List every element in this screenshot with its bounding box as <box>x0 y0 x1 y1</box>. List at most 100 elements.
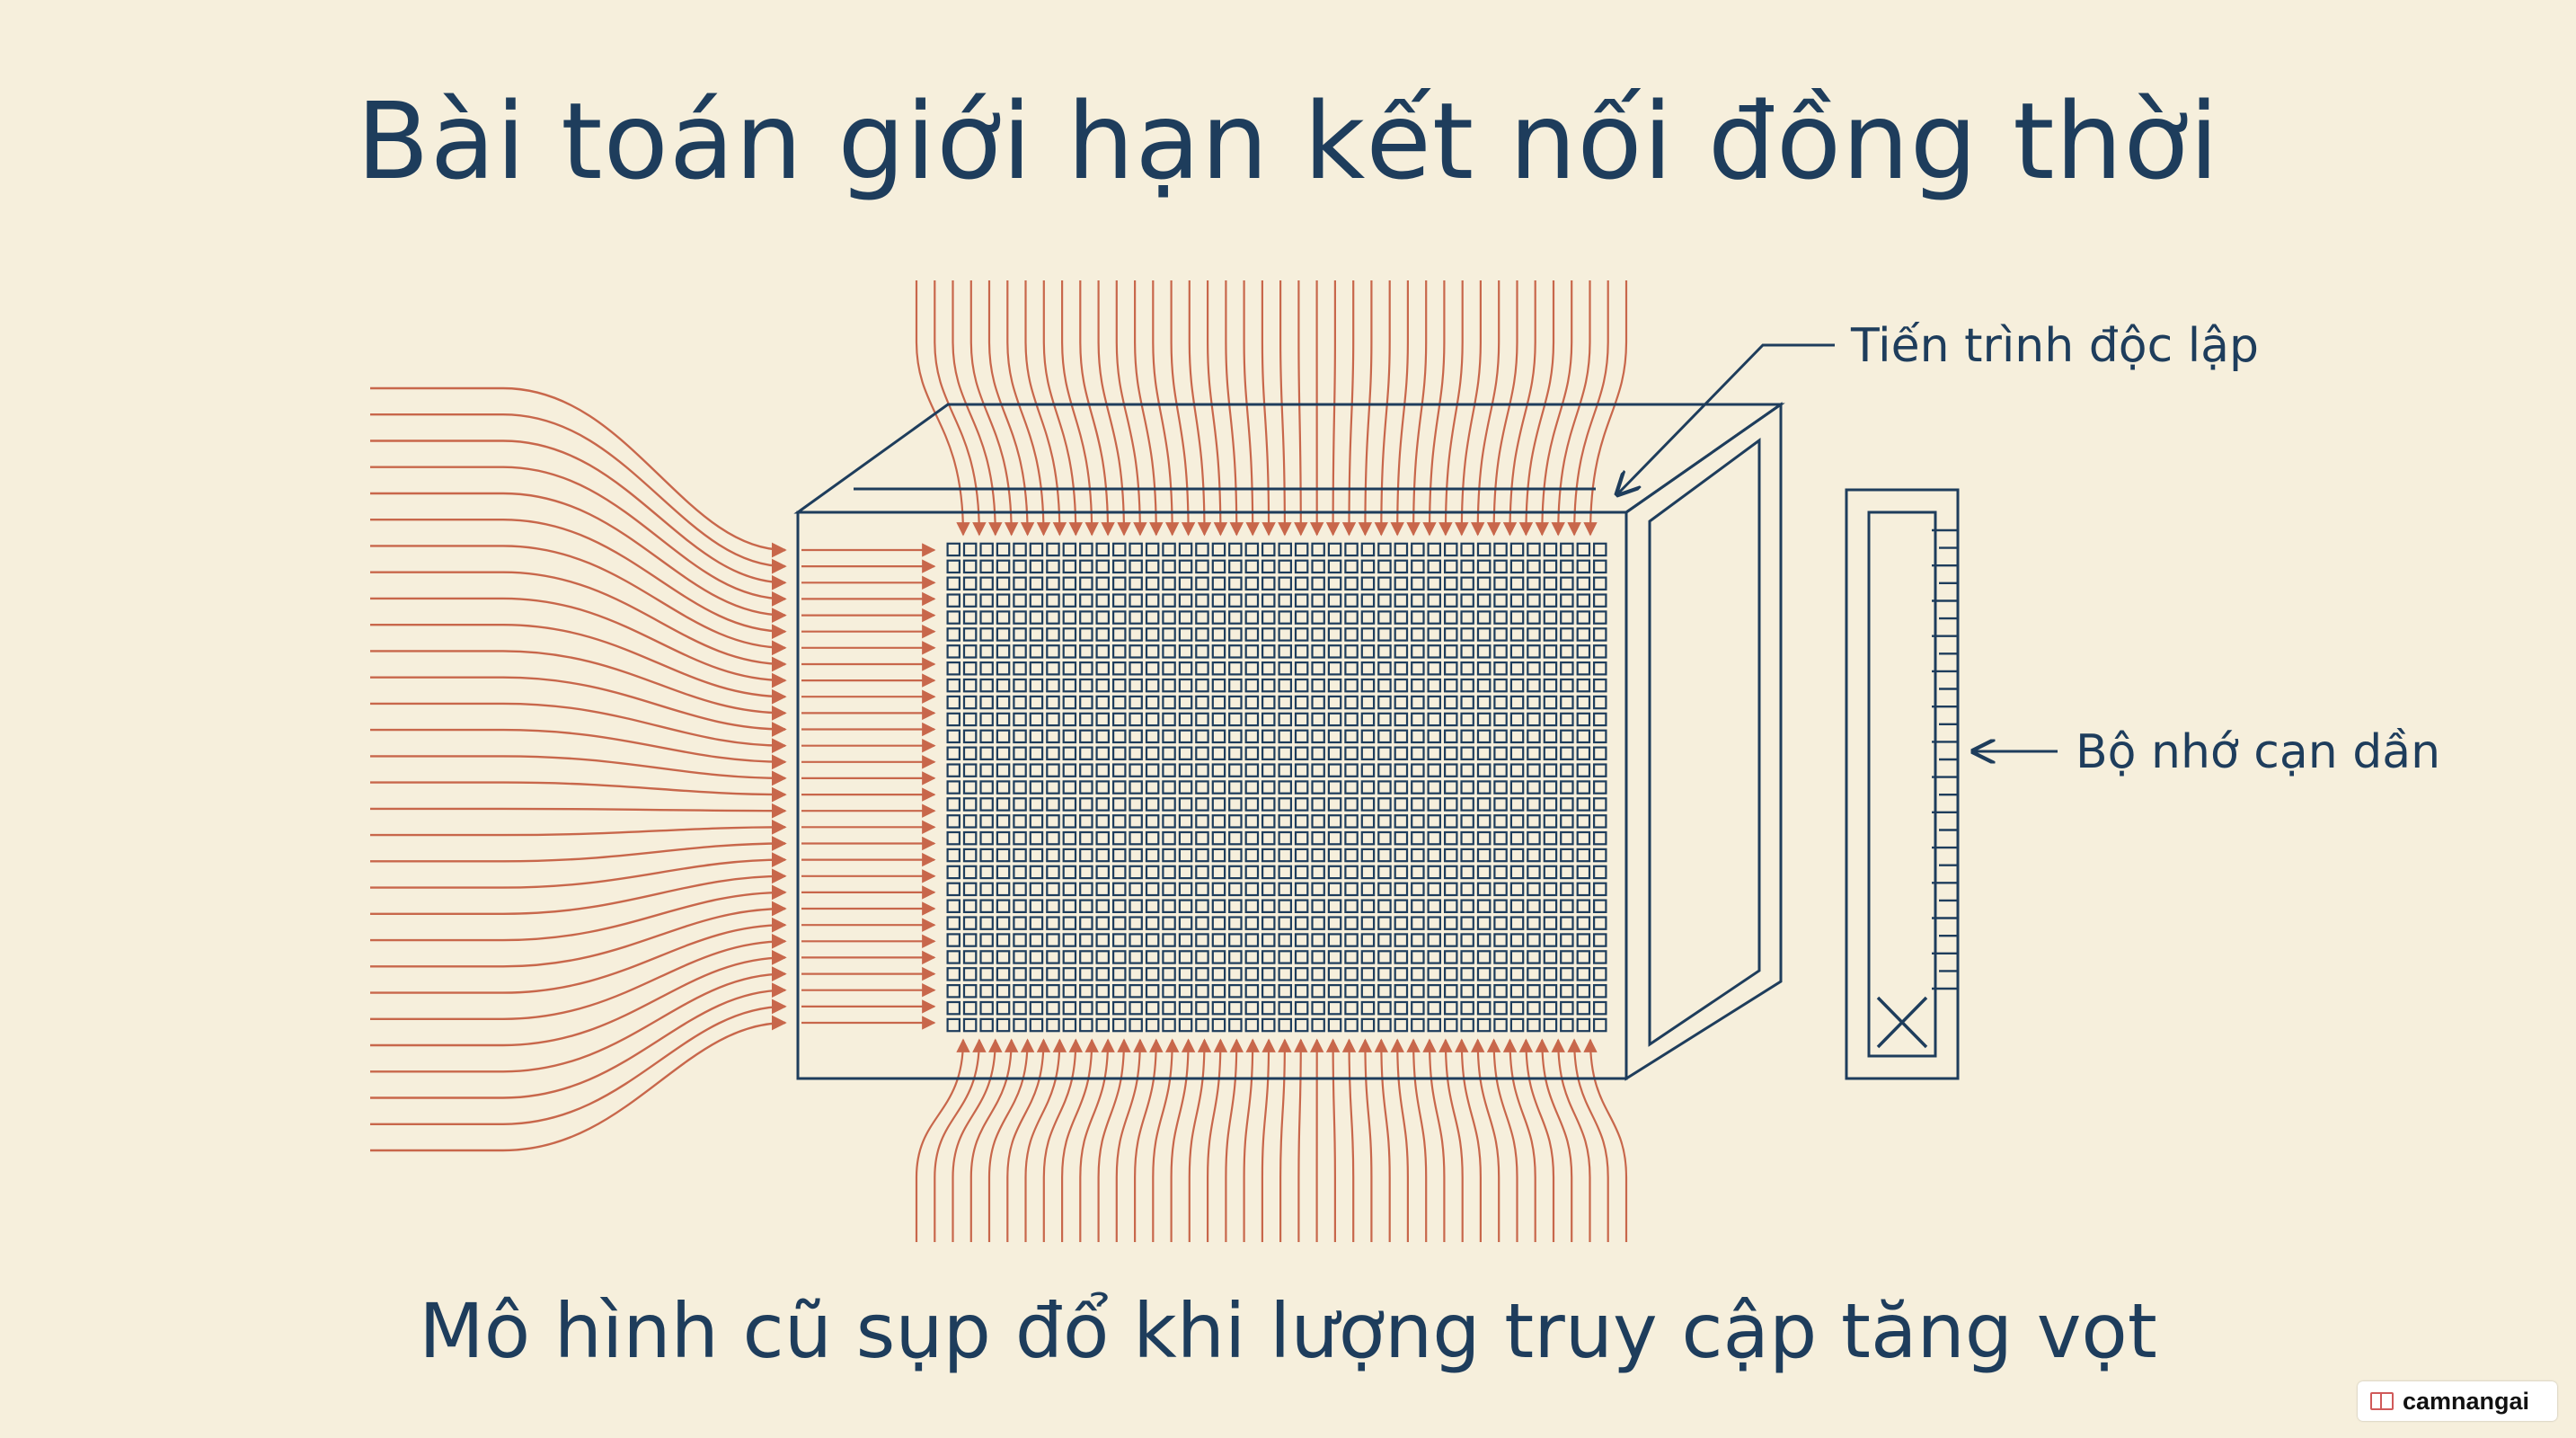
process-cell <box>1244 627 1260 642</box>
process-cell <box>1527 593 1541 608</box>
process-cell <box>979 916 994 930</box>
process-cell <box>1527 899 1541 913</box>
process-cell <box>979 763 994 777</box>
connection-arrow <box>370 702 787 754</box>
process-cell <box>1095 933 1110 947</box>
process-cell <box>1360 661 1376 676</box>
process-cell <box>1443 950 1458 964</box>
process-cell <box>1029 542 1044 557</box>
process-cell <box>1377 763 1392 777</box>
process-cell <box>1211 1000 1226 1016</box>
process-cell <box>1029 983 1044 999</box>
process-cell <box>1377 695 1392 710</box>
process-cell <box>1327 610 1342 625</box>
process-cell <box>1576 695 1591 710</box>
process-cell <box>1228 814 1243 829</box>
process-cell <box>1460 916 1474 930</box>
process-cell <box>1377 644 1392 659</box>
process-cell <box>1377 1017 1392 1033</box>
process-cell <box>962 933 978 947</box>
process-cell <box>1476 967 1492 981</box>
process-cell <box>1493 644 1508 659</box>
process-cell <box>1145 593 1160 608</box>
process-cell <box>1129 763 1143 777</box>
process-cell <box>1560 593 1574 608</box>
process-cell <box>1029 610 1044 625</box>
process-cell <box>996 644 1011 659</box>
process-cell <box>1013 542 1027 557</box>
process-cell <box>1411 661 1425 676</box>
process-cell <box>979 593 994 608</box>
process-cell <box>996 916 1011 930</box>
process-cell <box>1145 983 1160 999</box>
process-cell <box>1560 644 1574 659</box>
process-cell <box>1062 678 1077 693</box>
process-cell <box>1360 695 1376 710</box>
process-cell <box>1509 797 1525 812</box>
process-cell <box>1527 1017 1541 1033</box>
process-cell <box>1460 1000 1474 1016</box>
process-cell <box>1178 780 1193 794</box>
process-cell <box>1162 983 1176 999</box>
process-cell <box>996 627 1011 642</box>
process-cell <box>1261 542 1276 557</box>
process-cell <box>996 712 1011 727</box>
process-cell <box>1476 729 1492 744</box>
process-cell <box>1294 780 1309 794</box>
process-cell <box>1509 627 1525 642</box>
process-cell <box>962 814 978 829</box>
process-cell <box>1294 899 1309 913</box>
process-cell <box>1411 712 1425 727</box>
connection-arrow <box>370 676 787 737</box>
process-cell <box>1278 967 1292 981</box>
process-cell <box>1394 882 1409 897</box>
process-cell <box>1560 983 1574 999</box>
connection-arrow <box>370 868 787 915</box>
process-cell <box>962 899 978 913</box>
process-cell <box>1244 1017 1260 1033</box>
process-cell <box>1427 780 1441 794</box>
process-cell <box>962 882 978 897</box>
process-cell <box>1278 678 1292 693</box>
connection-arrow <box>1225 1038 1244 1242</box>
process-cell <box>1029 780 1044 794</box>
process-cell <box>1377 814 1392 829</box>
process-cell <box>1394 559 1409 574</box>
process-cell <box>1527 916 1541 930</box>
connection-arrow <box>1518 280 1555 537</box>
process-cell <box>1427 1000 1441 1016</box>
process-cell <box>1294 882 1309 897</box>
process-cell <box>1394 1017 1409 1033</box>
process-cell <box>1327 1017 1342 1033</box>
process-cell <box>946 830 960 846</box>
process-cell <box>1543 848 1558 863</box>
process-cell <box>1162 712 1176 727</box>
process-cell <box>1476 797 1492 812</box>
process-cell <box>1195 627 1209 642</box>
process-cell <box>1046 882 1060 897</box>
process-cell <box>1294 746 1309 760</box>
process-cell <box>962 661 978 676</box>
process-cell <box>1411 763 1425 777</box>
process-cell <box>1592 559 1607 574</box>
process-cell <box>962 983 978 999</box>
process-cell <box>1178 746 1193 760</box>
process-cell <box>1095 983 1110 999</box>
process-cell <box>1344 729 1359 744</box>
process-cell <box>1476 848 1492 863</box>
process-cell <box>1261 983 1276 999</box>
process-cell <box>1228 780 1243 794</box>
process-cell <box>946 542 960 557</box>
process-cell <box>1162 610 1176 625</box>
connection-arrow <box>1079 280 1115 537</box>
connection-arrow <box>370 917 787 994</box>
memory-gauge <box>1845 488 1960 1080</box>
process-cell <box>1129 1000 1143 1016</box>
process-cell <box>1344 559 1359 574</box>
process-cell <box>1411 644 1425 659</box>
process-cell <box>1394 780 1409 794</box>
process-cell <box>979 712 994 727</box>
process-cell <box>946 644 960 659</box>
process-cell <box>1476 950 1492 964</box>
process-cell <box>1111 983 1127 999</box>
